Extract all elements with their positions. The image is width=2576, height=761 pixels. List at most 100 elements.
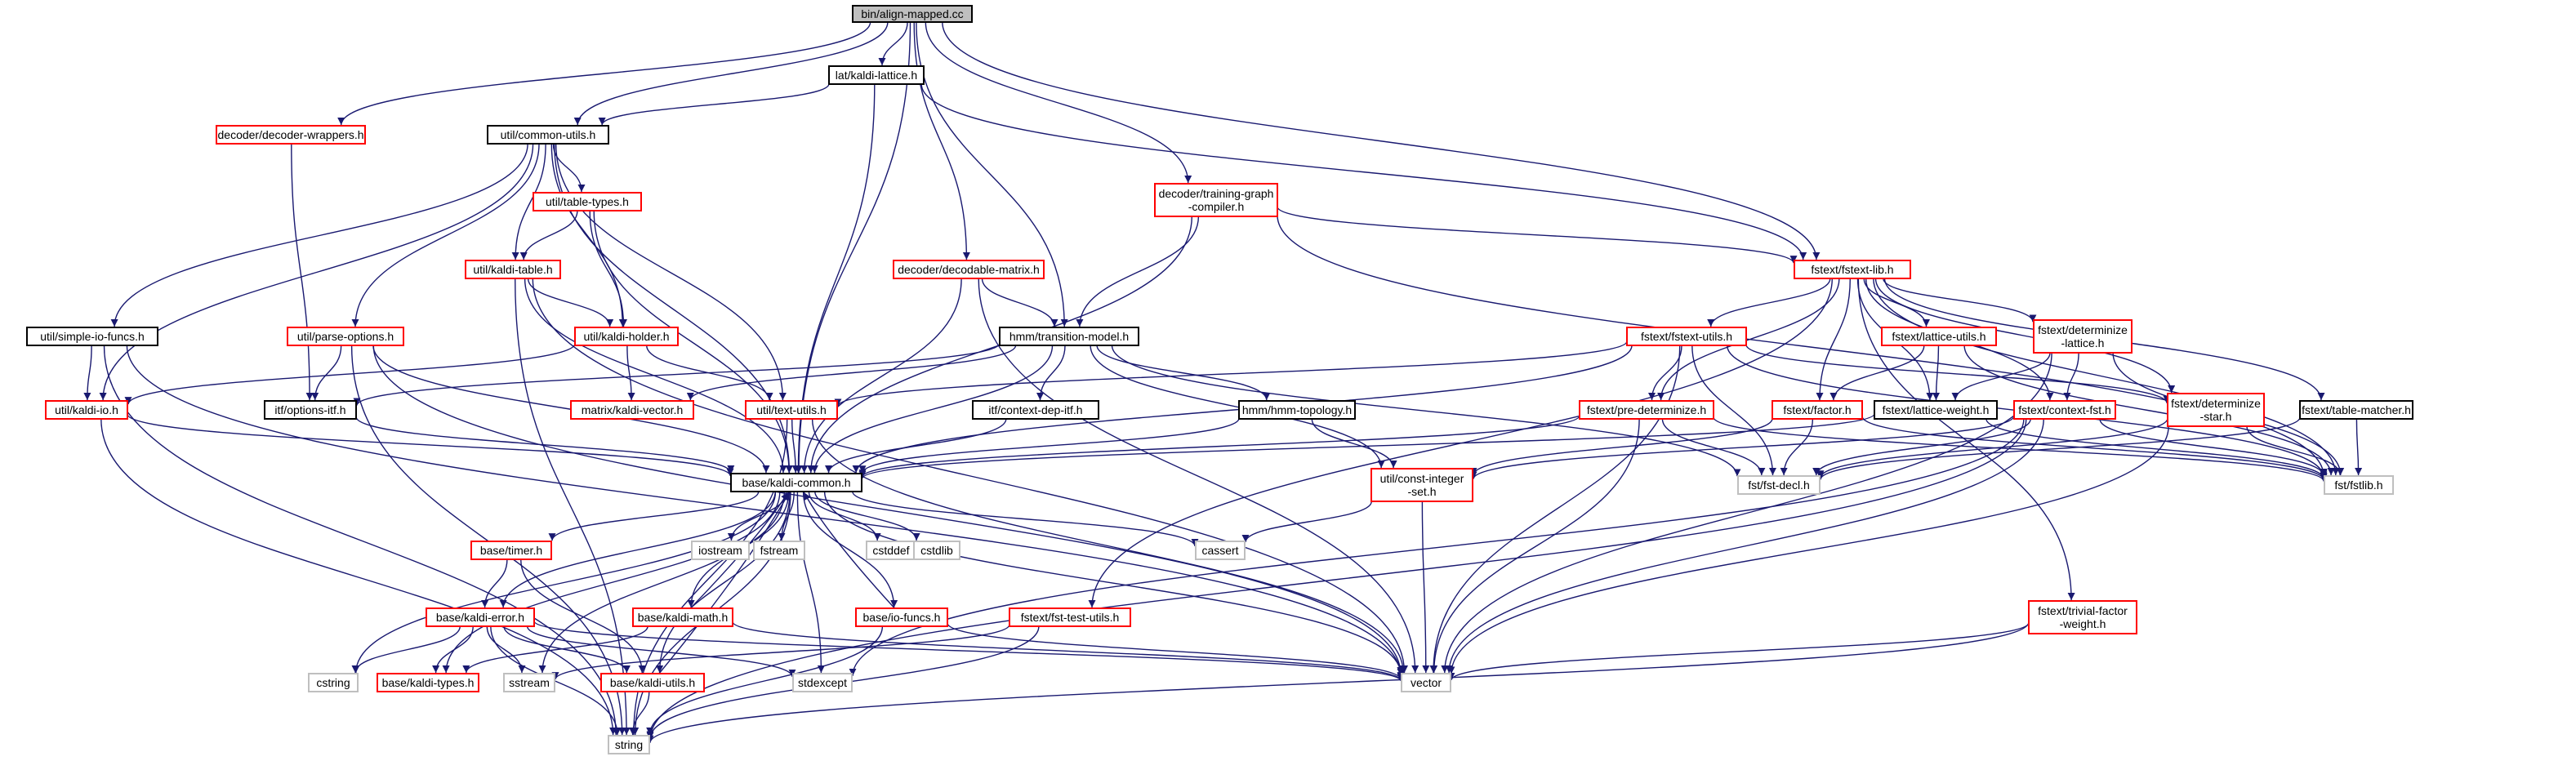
edge-kcommon-to-kerror — [499, 491, 776, 608]
node-latweight[interactable]: fstext/lattice-weight.h — [1874, 400, 1998, 420]
node-kcommon[interactable]: base/kaldi-common.h — [730, 473, 862, 492]
node-decwrap[interactable]: decoder/decoder-wrappers.h — [216, 125, 366, 145]
node-parseopt[interactable]: util/parse-options.h — [287, 327, 404, 346]
node-kaldiio[interactable]: util/kaldi-io.h — [45, 400, 128, 420]
edge-kalditable-to-holder — [527, 278, 614, 327]
node-stdexcept: stdexcept — [792, 673, 853, 692]
node-latutils[interactable]: fstext/lattice-utils.h — [1881, 327, 1997, 346]
node-label: fst/fst-decl.h — [1748, 478, 1809, 492]
node-optitf[interactable]: itf/options-itf.h — [264, 400, 357, 420]
edge-fsttest-to-sstream — [551, 624, 1010, 680]
node-predet[interactable]: fstext/pre-determinize.h — [1579, 400, 1714, 420]
node-kerror[interactable]: base/kaldi-error.h — [426, 607, 535, 627]
node-ktypes[interactable]: base/kaldi-types.h — [377, 673, 479, 692]
edge-predet-to-fstdecl — [1661, 418, 1766, 476]
node-box — [1009, 607, 1131, 627]
node-box — [2028, 600, 2137, 634]
node-lattice[interactable]: lat/kaldi-lattice.h — [828, 65, 925, 85]
node-fstextutils[interactable]: fstext/fstext-utils.h — [1626, 327, 1747, 346]
edge-kaldiio-to-string — [100, 418, 617, 736]
node-label: matrix/kaldi-vector.h — [582, 403, 683, 416]
node-box — [264, 400, 357, 420]
edge-predet-to-fstlib — [1713, 416, 2328, 482]
node-fsttest[interactable]: fstext/fst-test-utils.h — [1009, 607, 1131, 627]
edge-common-to-holder — [550, 143, 626, 327]
node-box — [487, 125, 609, 145]
edge-kerror-to-sstream — [486, 625, 526, 674]
node-label: base/kaldi-common.h — [742, 476, 850, 489]
node-label: vector — [1411, 676, 1442, 689]
node-transmodel[interactable]: hmm/transition-model.h — [999, 327, 1139, 346]
node-holder[interactable]: util/kaldi-holder.h — [574, 327, 679, 346]
node-label: util/parse-options.h — [297, 330, 394, 343]
edge-trivial-to-string — [646, 621, 2030, 743]
node-fstdecl: fst/fst-decl.h — [1737, 475, 1821, 495]
node-fstream: fstream — [753, 541, 805, 560]
node-factor[interactable]: fstext/factor.h — [1772, 400, 1863, 420]
node-kalditable[interactable]: util/kaldi-table.h — [465, 260, 561, 279]
edge-transmodel-to-matvec — [686, 345, 1017, 401]
edge-fstextutils-to-vector — [1429, 345, 1681, 674]
edge-constint-to-vector — [1421, 501, 1430, 674]
node-label: fst/fstlib.h — [2334, 478, 2382, 492]
edge-kmath-to-vector — [732, 621, 1405, 681]
edge-layer — [83, 21, 2363, 743]
edge-kalditable-to-vector — [532, 278, 1408, 674]
node-detlat[interactable]: fstext/determinize-lattice.h — [2033, 319, 2133, 354]
edge-root-to-transmodel — [916, 21, 1068, 327]
node-timer[interactable]: base/timer.h — [470, 541, 552, 560]
node-constint[interactable]: util/const-integer-set.h — [1370, 468, 1473, 502]
node-ctxfst[interactable]: fstext/context-fst.h — [2013, 400, 2116, 420]
node-tablematch[interactable]: fstext/table-matcher.h — [2299, 400, 2413, 420]
edge-predet-to-kcommon — [858, 415, 1580, 478]
edge-latweight-to-kcommon — [858, 413, 1875, 479]
node-fstextlib[interactable]: fstext/fstext-lib.h — [1794, 260, 1911, 279]
edge-kerror-to-vector — [533, 621, 1405, 682]
node-label: base/io-funcs.h — [863, 611, 941, 624]
node-matvec[interactable]: matrix/kaldi-vector.h — [570, 400, 694, 420]
node-label: base/timer.h — [480, 544, 542, 557]
edge-kerror-to-ktypes — [432, 625, 474, 674]
node-common[interactable]: util/common-utils.h — [487, 125, 609, 145]
edge-parseopt-to-kcommon — [372, 345, 770, 474]
edge-fstextlib-to-fstlib — [1873, 278, 2340, 476]
edge-transmodel-to-fstdecl — [1111, 345, 1741, 477]
node-decmat[interactable]: decoder/decodable-matrix.h — [893, 260, 1045, 279]
node-textutils[interactable]: util/text-utils.h — [745, 400, 838, 420]
node-label: fstext/trivial-factor — [2038, 604, 2128, 617]
node-tabletypes[interactable]: util/table-types.h — [533, 192, 642, 211]
node-trivial[interactable]: fstext/trivial-factor-weight.h — [2028, 600, 2137, 634]
node-tgc[interactable]: decoder/training-graph-compiler.h — [1154, 183, 1278, 217]
node-box — [26, 327, 158, 346]
node-box — [1238, 400, 1356, 420]
edge-tabletypes-to-kalditable — [519, 210, 578, 260]
node-simpleio[interactable]: util/simple-io-funcs.h — [26, 327, 158, 346]
edge-tabletypes-to-holder — [589, 210, 627, 327]
node-box — [216, 125, 366, 145]
edge-kalditable-to-string — [515, 278, 631, 736]
node-label: itf/options-itf.h — [274, 403, 345, 416]
node-detstar[interactable]: fstext/determinize-star.h — [2167, 393, 2265, 427]
edge-fstextlib-to-factor — [1816, 278, 1851, 401]
node-label: fstext/determinize — [2171, 397, 2261, 410]
node-label: hmm/transition-model.h — [1009, 330, 1129, 343]
edge-fstextlib-to-predet — [1657, 278, 1840, 401]
node-hmmtopo[interactable]: hmm/hmm-topology.h — [1238, 400, 1356, 420]
node-label: fstext/pre-determinize.h — [1587, 403, 1706, 416]
edge-tgc-to-transmodel — [1076, 216, 1200, 327]
node-kutils[interactable]: base/kaldi-utils.h — [600, 673, 705, 692]
edge-ctxfst-to-fstdecl — [1812, 418, 2031, 476]
edge-tabletypes-to-kcommon — [593, 210, 793, 474]
edge-root-to-kcommon — [795, 21, 911, 474]
edge-latweight-to-fstlib — [1985, 418, 2328, 479]
edge-optitf-to-kcommon — [355, 416, 735, 474]
node-box — [999, 327, 1139, 346]
edge-kerror-to-kutils — [503, 625, 631, 674]
node-ctxdep[interactable]: itf/context-dep-itf.h — [972, 400, 1099, 420]
node-kmath[interactable]: base/kaldi-math.h — [632, 607, 733, 627]
node-iofuncs[interactable]: base/io-funcs.h — [855, 607, 948, 627]
node-label: -star.h — [2200, 410, 2232, 423]
node-label: hmm/hmm-topology.h — [1242, 403, 1352, 416]
node-label: fstext/table-matcher.h — [2302, 403, 2411, 416]
edge-detstar-to-fstdecl — [1816, 417, 2168, 478]
